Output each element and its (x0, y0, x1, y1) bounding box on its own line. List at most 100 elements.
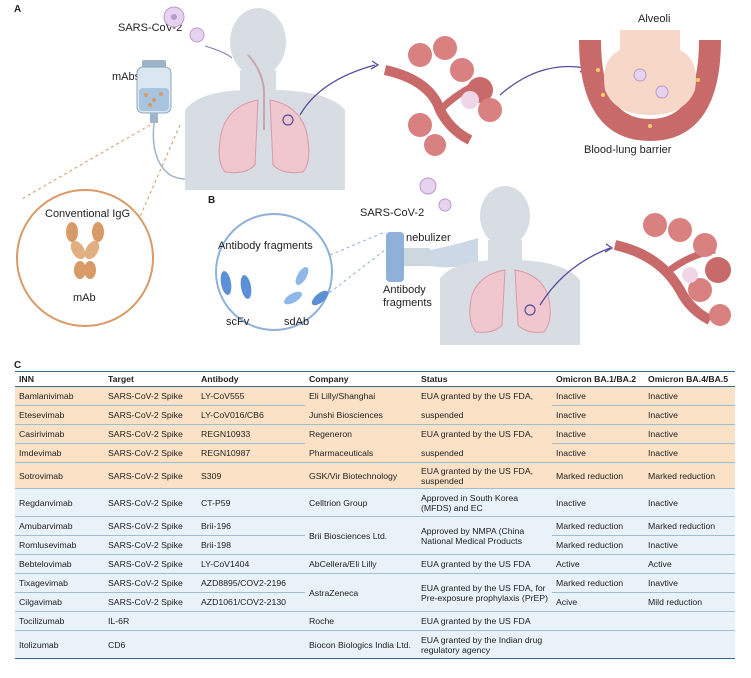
cell-inn: Bamlanivimab (15, 386, 104, 406)
scfv-label: scFv (226, 316, 250, 328)
human-body-a (185, 8, 345, 190)
cell-ba12: Marked reduction (552, 516, 644, 536)
cell-ba45: Inavtive (644, 573, 735, 593)
cell-ba45: Inactive (644, 386, 735, 406)
header-ba45: Omicron BA.4/BA.5 (644, 371, 735, 387)
cell-company: GSK/Vir Biotechnology (305, 462, 417, 489)
cell-status: EUA granted by the Indian drug regulator… (417, 630, 552, 659)
cell-inn: Tixagevimab (15, 573, 104, 593)
cell-antibody: AZD1061/COV2-2130 (197, 592, 305, 612)
cell-ba12: Active (552, 554, 644, 574)
cell-status: suspended (417, 405, 552, 425)
cell-target: SARS-CoV-2 Spike (104, 443, 197, 463)
panel-b-letter: B (208, 195, 216, 206)
bronchi-b (613, 213, 731, 326)
alveolus-diagram (579, 30, 721, 142)
table-row: Tixagevimab SARS-CoV-2 Spike AZD8895/COV… (15, 573, 735, 612)
table-row: Etesevimab SARS-CoV-2 Spike LY-CoV016/CB… (15, 405, 735, 425)
cell-inn: Itolizumab (15, 630, 104, 659)
table-row: Itolizumab CD6 Biocon Biologics India Lt… (15, 630, 735, 659)
illustration-canvas (16, 6, 731, 345)
table-row: Cilgavimab SARS-CoV-2 Spike AZD1061/COV2… (15, 592, 735, 612)
cell-company: Regeneron (305, 424, 417, 444)
cell-target: SARS-CoV-2 Spike (104, 592, 197, 612)
cell-target: SARS-CoV-2 Spike (104, 516, 197, 536)
mabs-label: mAbs (112, 71, 141, 83)
bronchi-a (383, 36, 502, 156)
cell-antibody: CT-P59 (197, 488, 305, 517)
cell-company: Brii Biosciences Ltd. (305, 516, 417, 555)
cell-company: Pharmaceuticals (305, 443, 417, 463)
cell-inn: Regdanvimab (15, 488, 104, 517)
cell-status: EUA granted by the US FDA, suspended (417, 462, 552, 489)
header-company: Company (305, 371, 417, 387)
cell-ba12: Marked reduction (552, 573, 644, 593)
header-antibody: Antibody (197, 371, 305, 387)
cell-target: SARS-CoV-2 Spike (104, 554, 197, 574)
cell-inn: Bebtelovimab (15, 554, 104, 574)
cell-antibody: AZD8895/COV2-2196 (197, 573, 305, 593)
cell-antibody: Brii-198 (197, 535, 305, 555)
cell-antibody (197, 630, 305, 659)
cell-company: AbCellera/Eli Lilly (305, 554, 417, 574)
cell-inn: Romlusevimab (15, 535, 104, 555)
cell-ba12: Inactive (552, 386, 644, 406)
cell-ba12: Inactive (552, 424, 644, 444)
cell-company: Junshi Biosciences (305, 405, 417, 425)
header-ba12: Omicron BA.1/BA.2 (552, 371, 644, 387)
cell-target: SARS-CoV-2 Spike (104, 386, 197, 406)
cell-antibody: Brii-196 (197, 516, 305, 536)
cell-ba12: Acive (552, 592, 644, 612)
cell-ba12 (552, 630, 644, 659)
virus-icon-b (419, 177, 437, 195)
cell-antibody: S309 (197, 462, 305, 489)
cell-target: SARS-CoV-2 Spike (104, 462, 197, 489)
virus-label-a: SARS-CoV-2 (118, 22, 183, 34)
cell-company: Eli Lilly/Shanghai (305, 386, 417, 406)
table-row: Bamlanivimab SARS-CoV-2 Spike LY-CoV555 … (15, 386, 735, 406)
mab-label: mAb (73, 292, 96, 304)
cell-inn: Cilgavimab (15, 592, 104, 612)
cell-target: CD6 (104, 630, 197, 659)
header-status: Status (417, 371, 552, 387)
sdab-label: sdAb (284, 316, 310, 328)
cell-inn: Casirivimab (15, 424, 104, 444)
antibody-icon (66, 222, 104, 279)
nebulizer-icon (386, 232, 478, 282)
bubble-title: Antibody fragments (218, 240, 313, 252)
virus-label-b: SARS-CoV-2 (360, 207, 425, 219)
cell-company: Biocon Biologics India Ltd. (305, 630, 417, 659)
cell-target: SARS-CoV-2 Spike (104, 573, 197, 593)
cell-status: EUA granted by the US FDA, (417, 424, 552, 444)
table-row: Tocilizumab IL-6R Roche EUA granted by t… (15, 611, 735, 631)
cell-ba45 (644, 611, 735, 631)
cell-ba45: Inactive (644, 405, 735, 425)
cell-ba45: Inactive (644, 443, 735, 463)
cell-status: Approved in South Korea (MFDS) and EC (417, 488, 552, 517)
iv-bag-icon (136, 60, 172, 123)
cell-antibody (197, 611, 305, 631)
igg-title: Conventional IgG (45, 208, 130, 220)
cell-ba12: Inactive (552, 488, 644, 517)
cell-inn: Imdevimab (15, 443, 104, 463)
cell-ba45: Inactive (644, 535, 735, 555)
virus-icon (163, 6, 205, 43)
nebulizer-label: nebulizer (406, 232, 451, 244)
header-target: Target (104, 371, 197, 387)
table-row: Regdanvimab SARS-CoV-2 Spike CT-P59 Cell… (15, 488, 735, 517)
cell-target: SARS-CoV-2 Spike (104, 405, 197, 425)
cell-antibody: REGN10933 (197, 424, 305, 444)
cell-ba12: Inactive (552, 443, 644, 463)
cell-target: SARS-CoV-2 Spike (104, 535, 197, 555)
cell-ba12: Marked reduction (552, 535, 644, 555)
blood-lung-barrier-label: Blood-lung barrier (584, 144, 672, 156)
cell-antibody: LY-CoV1404 (197, 554, 305, 574)
cell-inn: Tocilizumab (15, 611, 104, 631)
cell-inn: Sotrovimab (15, 462, 104, 489)
cell-company: Celltrion Group (305, 488, 417, 517)
cell-ba45: Mild reduction (644, 592, 735, 612)
table-row: Imdevimab SARS-CoV-2 Spike REGN10987 Pha… (15, 443, 735, 463)
cell-company: AstraZeneca (305, 573, 417, 612)
cell-status: Approved by NMPA (China National Medical… (417, 516, 552, 555)
cell-ba45 (644, 630, 735, 659)
